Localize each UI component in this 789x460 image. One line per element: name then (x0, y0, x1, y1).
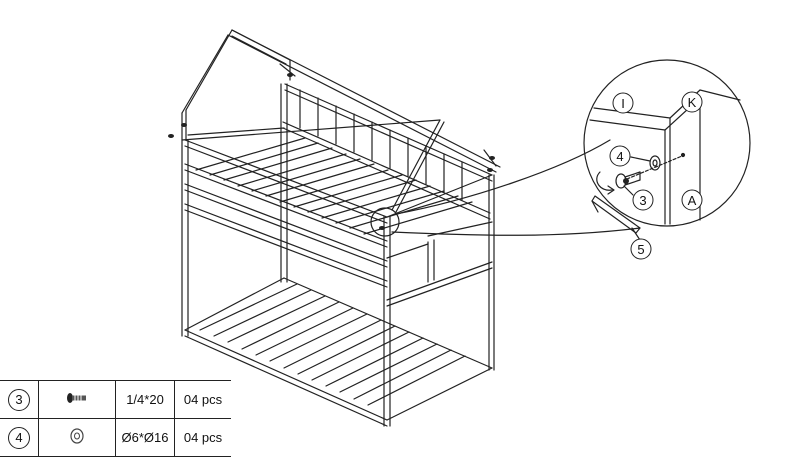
callout-washer-label: 4 (616, 149, 623, 164)
part-number: 3 (8, 388, 30, 411)
callout-panel-k: K (681, 91, 703, 113)
part-quantity: 04 pcs (174, 380, 231, 419)
callout-panel-k-label: K (688, 95, 697, 110)
callout-wrench: 5 (630, 238, 652, 260)
joint-bolts (168, 73, 629, 230)
bolt-icon (67, 393, 86, 403)
detail-leaders (370, 139, 641, 237)
roof-frame (181, 29, 501, 213)
parts-table: 3 1/4*20 04 pcs 4 Ø6*Ø16 04 pcs (0, 380, 231, 457)
table-row: 3 1/4*20 04 pcs (0, 380, 231, 419)
part-size: Ø6*Ø16 (115, 418, 175, 457)
washer-icon (70, 428, 84, 444)
callout-panel-a: A (681, 189, 703, 211)
part-number: 4 (8, 426, 30, 449)
callout-wrench-label: 5 (637, 242, 644, 257)
callout-bolt: 3 (632, 189, 654, 211)
detail-view (583, 59, 751, 241)
part-quantity: 04 pcs (174, 418, 231, 457)
callout-panel-a-label: A (688, 193, 697, 208)
lower-bunk (184, 277, 493, 427)
callout-bolt-label: 3 (639, 193, 646, 208)
callout-panel-i-label: I (621, 96, 625, 111)
callout-washer: 4 (609, 145, 631, 167)
upper-bunk (181, 83, 495, 427)
part-size: 1/4*20 (115, 380, 175, 419)
callout-panel-i: I (612, 92, 634, 114)
table-row: 4 Ø6*Ø16 04 pcs (0, 418, 231, 457)
